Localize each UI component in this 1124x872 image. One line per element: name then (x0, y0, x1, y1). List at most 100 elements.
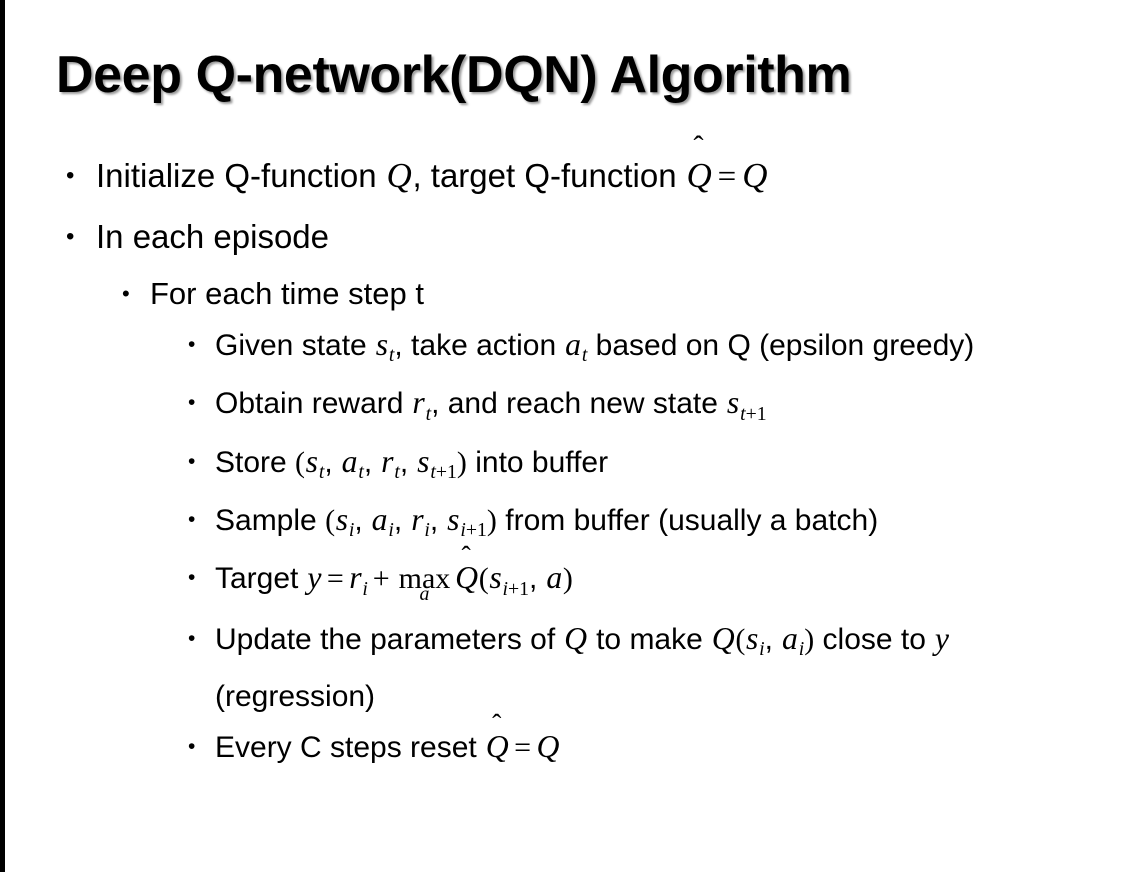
math-every-c-q: Q (536, 728, 560, 764)
math-sample-s-sub: i (348, 519, 355, 542)
math-open-paren: ( (325, 503, 336, 537)
math-s-next-sub-var: t (740, 402, 746, 425)
text-target-comma: , (529, 562, 546, 596)
math-a: a (565, 327, 582, 362)
math-update-q: Q (564, 620, 588, 656)
text-initialize-mid: , target Q-function (412, 157, 686, 194)
text-every-c-lead: Every C steps reset (215, 730, 486, 764)
text-sample-comma-1: , (354, 503, 372, 537)
math-open-paren: ( (478, 562, 489, 596)
bullet-every-c-steps: • Every C steps reset Q̂=Q (188, 723, 1098, 772)
bullet-given-state: • Given state st, take action at based o… (188, 321, 1098, 379)
math-sample-s-next-sub: i+1 (460, 519, 487, 541)
math-q-hat: Q̂ (485, 723, 509, 772)
bullet-sample-text: Sample (si, ai, ri, si+1) from buffer (u… (215, 496, 1095, 554)
math-update-s: s (745, 620, 759, 656)
math-update-y: y (934, 620, 949, 656)
math-r-subscript: t (425, 402, 432, 425)
text-sample-comma-2: , (393, 503, 411, 537)
bullet-marker-icon: • (188, 333, 196, 356)
bullet-in-each-episode-text: In each episode (96, 218, 330, 255)
text-obtain-reward-mid: , and reach new state (431, 387, 727, 421)
math-target-s-sub-var: i (502, 577, 509, 600)
math-equals: = (514, 730, 532, 764)
bullet-marker-icon: • (122, 281, 130, 306)
math-target-r: r (349, 560, 362, 596)
math-target-r-sub: i (362, 577, 368, 600)
math-q-hat-base: Q (455, 560, 479, 596)
text-store-comma-1: , (324, 445, 342, 479)
text-update-tail: close to (814, 622, 935, 656)
bullet-obtain-reward: • Obtain reward rt, and reach new state … (188, 379, 1098, 437)
math-store-r: r (381, 443, 394, 479)
bullet-marker-icon: • (66, 223, 75, 250)
text-update-comma: , (764, 622, 782, 656)
text-target-lead: Target (215, 562, 307, 596)
slide-body: • Initialize Q-function Q, target Q-func… (0, 146, 1124, 772)
math-s-subscript: t (388, 344, 395, 367)
math-r: r (412, 385, 425, 421)
bullet-initialize-text: Initialize Q-function Q, target Q-functi… (96, 146, 1124, 207)
text-sample-tail: from buffer (usually a batch) (496, 503, 879, 537)
bullet-in-each-episode: • In each episode (66, 207, 1124, 267)
math-s: s (375, 327, 389, 362)
math-s-next-sub-plus: +1 (745, 402, 767, 425)
text-update-tail2: (regression) (215, 679, 376, 713)
math-q-target: Q (742, 156, 768, 195)
text-store-tail: into buffer (466, 445, 609, 479)
text-store-comma-2: , (363, 445, 381, 479)
math-update-a: a (781, 620, 798, 656)
bullet-marker-icon: • (188, 391, 196, 415)
math-sample-r: r (411, 501, 424, 537)
bullet-marker-icon: • (188, 626, 196, 650)
bullet-every-c-steps-text: Every C steps reset Q̂=Q (215, 723, 1095, 772)
math-close-paren: ) (562, 562, 573, 596)
bullet-store-text: Store (st, at, rt, st+1) into buffer (215, 438, 1095, 496)
math-q-hat-base: Q (485, 728, 509, 764)
bullet-for-each-time-step-text: For each time step t (150, 276, 424, 311)
math-store-s: s (305, 443, 319, 479)
bullet-marker-icon: • (188, 507, 196, 531)
math-store-r-sub: t (394, 460, 400, 483)
math-s-next: s (726, 385, 740, 421)
bullet-sample: • Sample (si, ai, ri, si+1) from buffer … (188, 496, 1098, 554)
math-store-s-next-sub-plus: +1 (435, 460, 457, 483)
bullet-obtain-reward-text: Obtain reward rt, and reach new state st… (215, 379, 1095, 437)
text-update-lead: Update the parameters of (215, 622, 564, 656)
math-update-s-sub: i (759, 637, 765, 660)
math-store-a: a (341, 443, 358, 479)
math-max-label: max (398, 562, 451, 596)
math-sample-a-sub: i (388, 519, 394, 542)
text-sample-lead: Sample (215, 503, 326, 537)
math-s-next-subscript: t+1 (740, 403, 767, 425)
math-close-paren: ) (804, 622, 815, 656)
math-store-s-sub: t (318, 460, 325, 483)
math-equals: = (717, 159, 737, 195)
math-update-q2: Q (711, 620, 735, 656)
math-sample-a: a (371, 501, 388, 537)
math-target-s-sub: i+1 (502, 577, 530, 600)
text-store-lead: Store (215, 445, 296, 479)
math-target-s: s (489, 560, 502, 596)
math-sample-r-sub: i (424, 519, 430, 542)
math-store-s-next-sub: t+1 (430, 461, 457, 483)
bullet-initialize: • Initialize Q-function Q, target Q-func… (66, 146, 1124, 207)
bullet-update-text: Update the parameters of Q to make Q(si,… (215, 615, 1095, 721)
bullet-update: • Update the parameters of Q to make Q(s… (188, 615, 1098, 721)
math-sample-s-next: s (447, 501, 460, 537)
math-equals: = (326, 562, 344, 596)
math-update-a-sub: i (798, 637, 805, 660)
math-close-paren: ) (486, 503, 497, 537)
math-sample-s-next-sub-var: i (460, 519, 466, 542)
math-sample-s: s (335, 501, 349, 537)
bullet-marker-icon: • (188, 449, 196, 473)
math-store-a-sub: t (358, 460, 364, 483)
math-q-hat: Q̂ (454, 554, 478, 603)
bullet-store: • Store (st, at, rt, st+1) into buffer (188, 438, 1098, 496)
math-q-hat: Q̂ (686, 146, 713, 206)
text-given-state-tail: based on Q (epsilon greedy) (587, 329, 975, 362)
